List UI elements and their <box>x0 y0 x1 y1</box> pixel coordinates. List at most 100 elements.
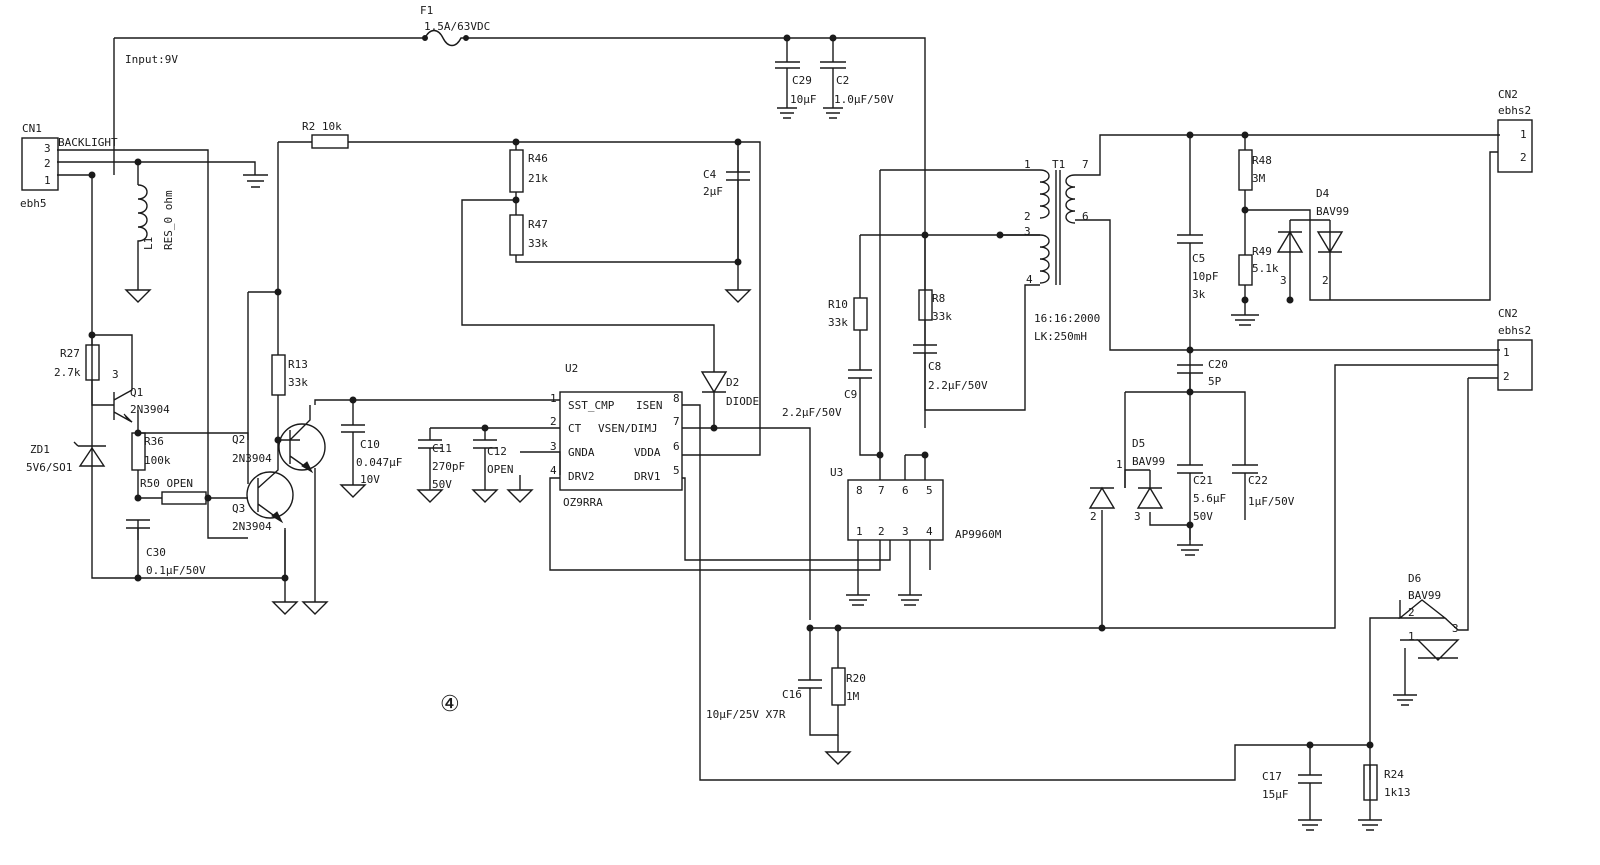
wires <box>57 37 1500 820</box>
resistor-r49: R49 5.1k <box>1231 245 1279 326</box>
capacitor-c2: C2 1.0µF/50V <box>820 61 894 119</box>
svg-text:3: 3 <box>1134 510 1141 523</box>
svg-text:16:16:2000: 16:16:2000 <box>1034 312 1100 325</box>
capacitor-c12: C12 OPEN <box>471 439 534 503</box>
ic-u2: U2 OZ9RRA SST_CMP CT GNDA DRV2 ISEN VSEN… <box>550 362 683 509</box>
svg-text:DIODE: DIODE <box>726 395 759 408</box>
capacitor-c8: C8 2.2µF/50V <box>913 344 988 392</box>
svg-text:ISEN: ISEN <box>636 399 663 412</box>
svg-text:3: 3 <box>550 440 557 453</box>
connector-cn1: CN1 BACKLIGHT ebh5 3 2 1 <box>20 122 118 210</box>
svg-text:Q1: Q1 <box>130 386 143 399</box>
svg-text:6: 6 <box>673 440 680 453</box>
svg-text:C22: C22 <box>1248 474 1268 487</box>
svg-text:C17: C17 <box>1262 770 1282 783</box>
connector-cn2-lower: CN2 ebhs2 1 2 <box>1497 307 1533 391</box>
svg-text:D5: D5 <box>1132 437 1145 450</box>
transformer-t1: T1 1 2 3 4 7 6 16:16:2000 LK:250mH <box>1024 158 1100 343</box>
svg-text:1k13: 1k13 <box>1384 786 1411 799</box>
svg-text:15µF: 15µF <box>1262 788 1289 801</box>
svg-text:7: 7 <box>878 484 885 497</box>
svg-text:33k: 33k <box>932 310 952 323</box>
svg-text:0.1µF/50V: 0.1µF/50V <box>146 564 206 577</box>
svg-text:3: 3 <box>1024 225 1031 238</box>
svg-text:3M: 3M <box>1252 172 1266 185</box>
svg-text:5V6/SO1: 5V6/SO1 <box>26 461 72 474</box>
svg-text:R13: R13 <box>288 358 308 371</box>
svg-text:33k: 33k <box>528 237 548 250</box>
capacitor-c30: C30 0.1µF/50V <box>126 519 206 577</box>
svg-text:2N3904: 2N3904 <box>232 520 272 533</box>
diode-d2: D2 DIODE <box>700 371 759 408</box>
ground-symbol <box>271 601 329 615</box>
resistor-r2: R2 10k <box>302 120 349 149</box>
svg-text:2: 2 <box>878 525 885 538</box>
resistor-r47: R47 33k <box>509 214 548 256</box>
svg-text:1: 1 <box>44 174 51 187</box>
svg-text:R20: R20 <box>846 672 866 685</box>
svg-text:1: 1 <box>550 392 557 405</box>
svg-text:4: 4 <box>926 525 933 538</box>
diode-d6: D6 BAV99 2 1 3 <box>1393 572 1460 706</box>
svg-text:C21: C21 <box>1193 474 1213 487</box>
f1-ref: F1 <box>420 4 433 17</box>
svg-text:10µF/25V X7R: 10µF/25V X7R <box>706 708 786 721</box>
svg-text:R48: R48 <box>1252 154 1272 167</box>
svg-text:BAV99: BAV99 <box>1316 205 1349 218</box>
svg-text:2.7k: 2.7k <box>54 366 81 379</box>
svg-text:270pF: 270pF <box>432 460 465 473</box>
svg-text:C4: C4 <box>703 168 717 181</box>
zener-zd1: ZD1 5V6/SO1 <box>26 441 106 474</box>
svg-text:10V: 10V <box>360 473 380 486</box>
svg-text:1: 1 <box>1116 458 1123 471</box>
resistor-r8: R8 33k <box>918 289 952 323</box>
svg-text:ebhs2: ebhs2 <box>1498 324 1531 337</box>
ground-symbol <box>243 174 268 188</box>
svg-text:2: 2 <box>1024 210 1031 223</box>
svg-text:Q2: Q2 <box>232 433 245 446</box>
svg-text:C20: C20 <box>1208 358 1228 371</box>
svg-text:R36: R36 <box>144 435 164 448</box>
f1-value: 1.5A/63VDC <box>424 20 490 33</box>
svg-text:2N3904: 2N3904 <box>232 452 272 465</box>
svg-text:100k: 100k <box>144 454 171 467</box>
svg-text:C10: C10 <box>360 438 380 451</box>
capacitor-c20: C20 5P <box>1177 358 1228 392</box>
svg-text:Q3: Q3 <box>232 502 245 515</box>
svg-text:R27: R27 <box>60 347 80 360</box>
capacitor-c4: C4 2µF <box>703 160 752 303</box>
svg-text:1: 1 <box>1520 128 1527 141</box>
resistor-r10: R10 33k <box>828 297 868 331</box>
svg-text:3: 3 <box>112 368 119 381</box>
resistor-r20: R20 1M <box>824 667 866 765</box>
diode-d5: D5 BAV99 1 2 3 <box>1088 437 1165 523</box>
svg-text:C12: C12 <box>487 445 507 458</box>
svg-text:8: 8 <box>673 392 680 405</box>
svg-text:C8: C8 <box>928 360 941 373</box>
svg-text:50V: 50V <box>432 478 452 491</box>
svg-text:1: 1 <box>1024 158 1031 171</box>
svg-text:3k: 3k <box>1192 288 1206 301</box>
svg-text:C5: C5 <box>1192 252 1205 265</box>
svg-text:5P: 5P <box>1208 375 1222 388</box>
fuse-f1: F1 1.5A/63VDC <box>418 4 490 47</box>
svg-text:CT: CT <box>568 422 582 435</box>
svg-text:5.1k: 5.1k <box>1252 262 1279 275</box>
svg-text:1: 1 <box>856 525 863 538</box>
svg-text:VDDA: VDDA <box>634 446 661 459</box>
svg-text:CN1: CN1 <box>22 122 42 135</box>
svg-text:AP9960M: AP9960M <box>955 528 1002 541</box>
svg-text:D6: D6 <box>1408 572 1421 585</box>
capacitor-c5: C5 10pF 3k <box>1177 234 1219 301</box>
svg-text:CN2: CN2 <box>1498 307 1518 320</box>
svg-text:10µF: 10µF <box>790 93 817 106</box>
svg-text:3: 3 <box>44 142 51 155</box>
junction-dots <box>88 34 1374 749</box>
capacitor-c16: C16 10µF/25V X7R <box>706 679 822 721</box>
svg-text:5: 5 <box>673 464 680 477</box>
svg-text:2: 2 <box>1322 274 1329 287</box>
svg-text:OZ9RRA: OZ9RRA <box>563 496 603 509</box>
svg-text:D4: D4 <box>1316 187 1330 200</box>
svg-text:D2: D2 <box>726 376 739 389</box>
capacitor-c29: C29 10µF <box>775 61 817 119</box>
